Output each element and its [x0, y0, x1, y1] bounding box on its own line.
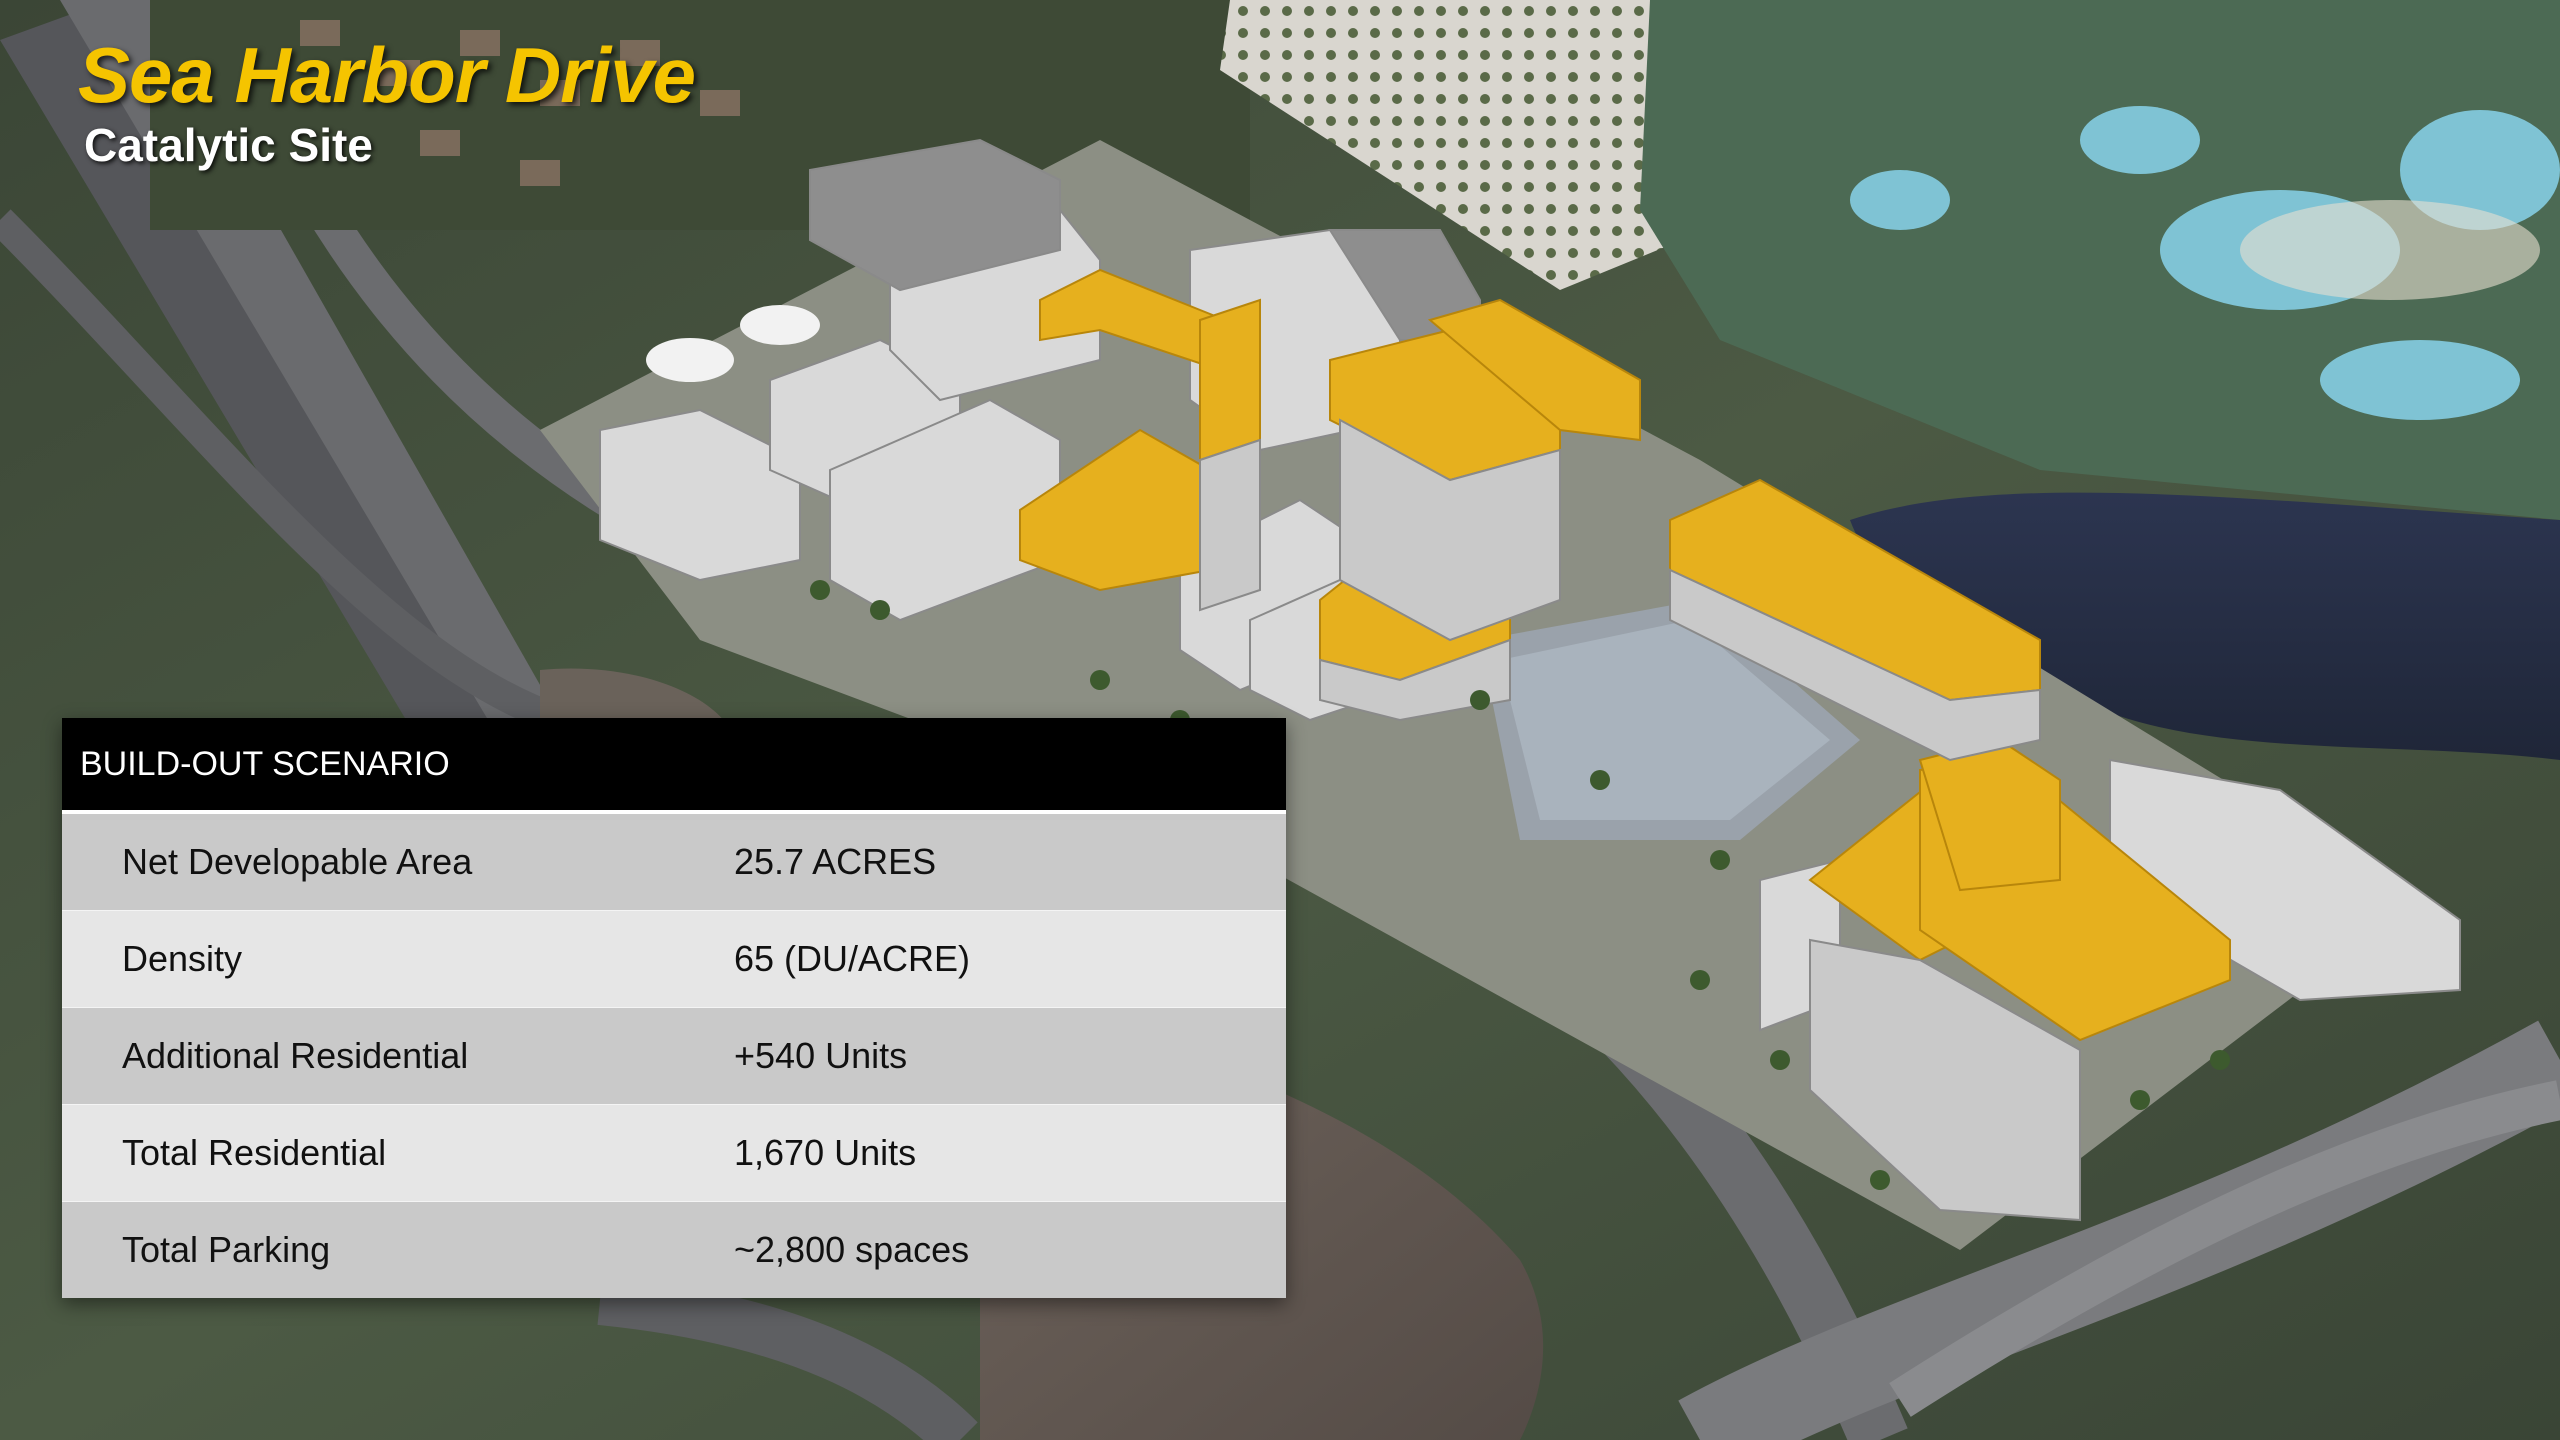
table-row: Total Residential 1,670 Units — [62, 1104, 1286, 1201]
page-subtitle: Catalytic Site — [84, 119, 373, 171]
table-row: Density 65 (DU/ACRE) — [62, 910, 1286, 1007]
table-body: Net Developable Area 25.7 ACRES Density … — [62, 814, 1286, 1298]
table-row: Total Parking ~2,800 spaces — [62, 1201, 1286, 1298]
highway — [0, 0, 520, 760]
row-label: Density — [122, 938, 243, 979]
row-value: 1,670 Units — [734, 1132, 917, 1173]
row-label: Total Residential — [122, 1132, 387, 1173]
title-block: Sea Harbor Drive Catalytic Site — [78, 30, 696, 172]
row-label: Net Developable Area — [122, 841, 473, 882]
page-title: Sea Harbor Drive — [78, 31, 696, 119]
lake — [1850, 492, 2560, 760]
row-value: 65 (DU/ACRE) — [734, 938, 971, 979]
table-row: Net Developable Area 25.7 ACRES — [62, 814, 1286, 910]
row-value: 25.7 ACRES — [734, 841, 937, 882]
table-header: BUILD-OUT SCENARIO — [62, 718, 1286, 814]
table-row: Additional Residential +540 Units — [62, 1007, 1286, 1104]
row-label: Total Parking — [122, 1229, 331, 1270]
row-value: ~2,800 spaces — [734, 1229, 970, 1270]
row-value: +540 Units — [734, 1035, 908, 1076]
row-label: Additional Residential — [122, 1035, 469, 1076]
build-out-scenario-table: BUILD-OUT SCENARIO Net Developable Area … — [62, 718, 1286, 1298]
